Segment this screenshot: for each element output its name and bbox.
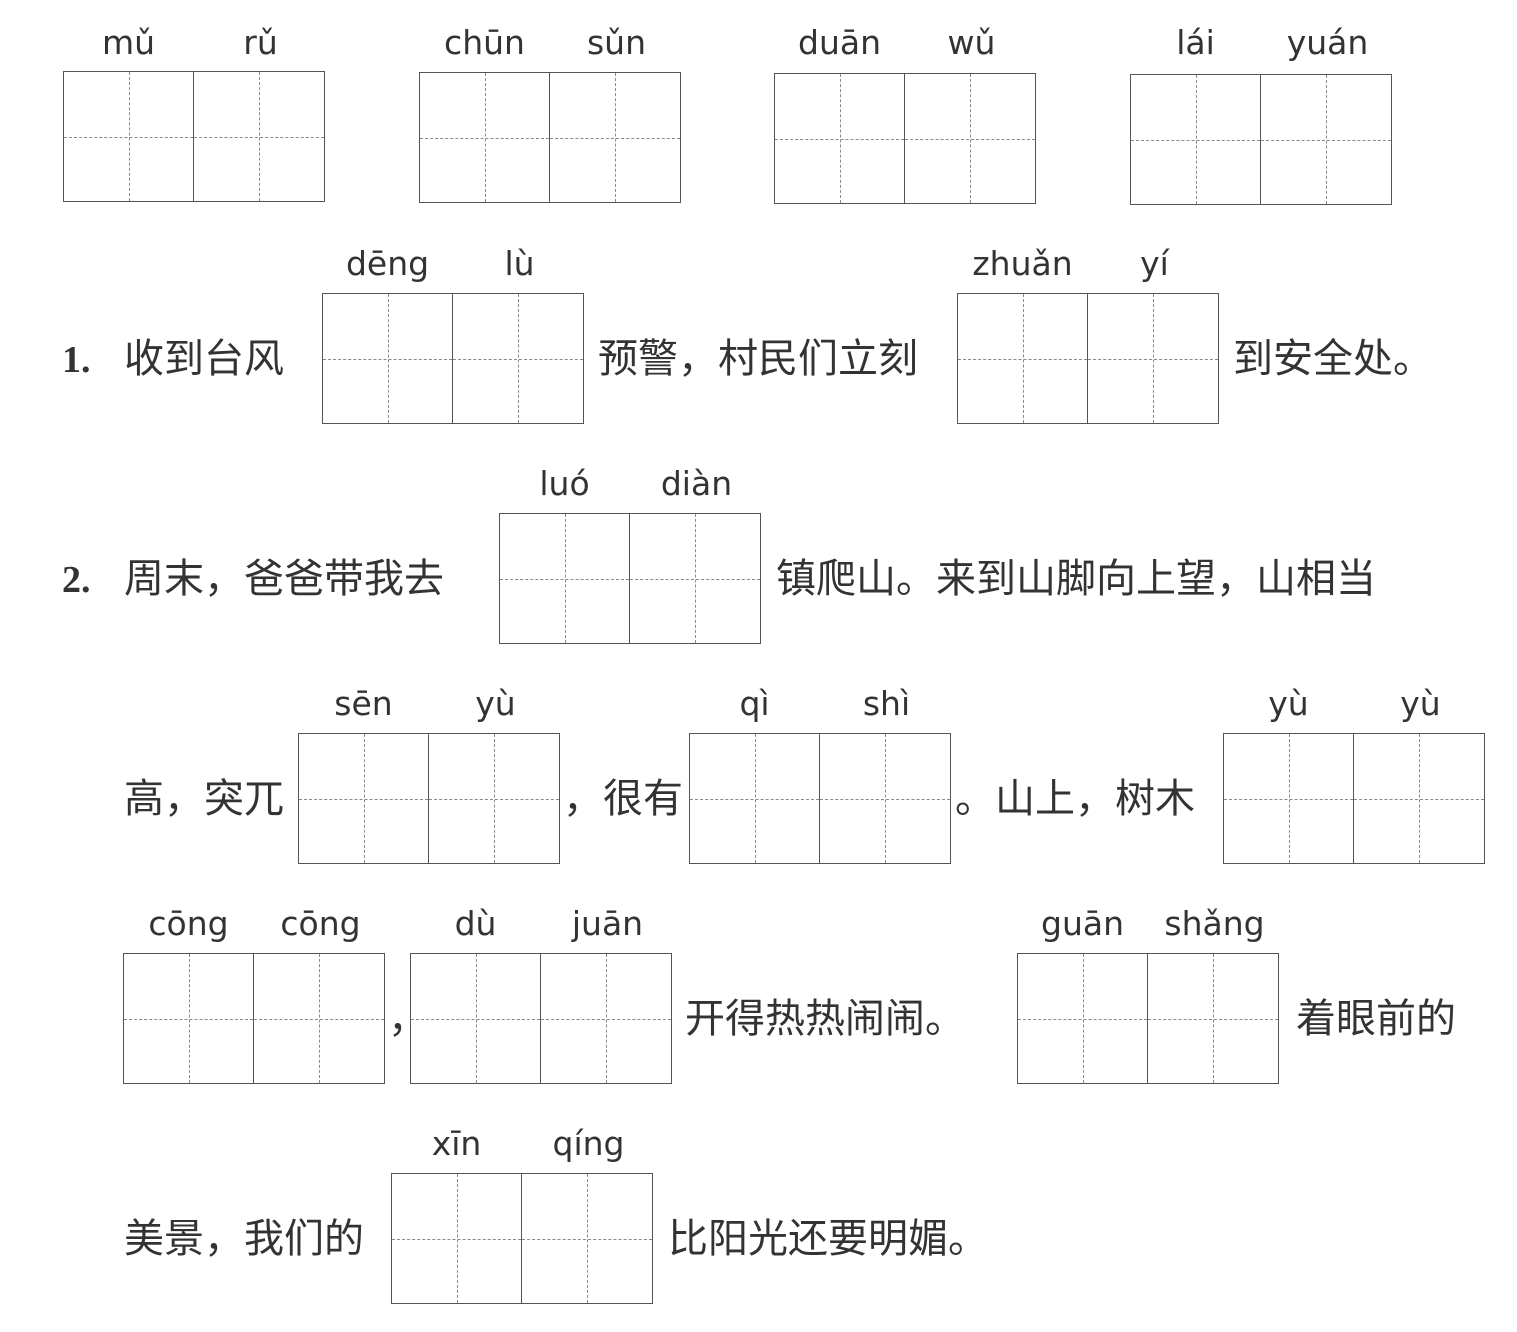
writing-cell[interactable]	[689, 733, 820, 864]
writing-cell[interactable]	[419, 72, 550, 203]
sentence-text: 预警，村民们立刻	[598, 336, 918, 382]
pinyin-syllable: wǔ	[947, 23, 996, 62]
sentence-text: 开得热热闹闹。	[685, 996, 965, 1042]
writing-cell[interactable]	[550, 72, 681, 203]
sentence-text: ，很有	[563, 776, 683, 822]
sentence-text: 着眼前的	[1296, 996, 1456, 1042]
pinyin-syllable: juān	[571, 904, 644, 943]
pinyin-syllable: duān	[798, 23, 881, 62]
sentence-text: 比阳光还要明媚。	[668, 1216, 988, 1262]
pinyin-syllable: yuán	[1286, 23, 1369, 62]
pinyin-syllable: sǔn	[586, 23, 647, 62]
sentence-text: 。山上，树木	[955, 776, 1195, 822]
pinyin-syllable: rǔ	[243, 23, 278, 62]
pinyin-syllable: xīn	[431, 1124, 482, 1163]
pinyin-syllable: zhuǎn	[972, 244, 1073, 283]
sentence-text: 收到台风	[124, 336, 284, 382]
writing-cell[interactable]	[774, 73, 905, 204]
writing-cell[interactable]	[453, 293, 584, 424]
writing-cell[interactable]	[957, 293, 1088, 424]
sentence-text: 镇爬山。来到山脚向上望，山相当	[776, 556, 1376, 602]
sentence-text: 美景，我们的	[124, 1216, 364, 1262]
question-number: 2.	[62, 559, 91, 601]
pinyin-syllable: cōng	[280, 904, 361, 943]
writing-cell[interactable]	[194, 71, 325, 202]
writing-cell[interactable]	[1354, 733, 1485, 864]
pinyin-syllable: shì	[862, 684, 911, 723]
writing-cell[interactable]	[1017, 953, 1148, 1084]
writing-cell[interactable]	[1088, 293, 1219, 424]
pinyin-syllable: sēn	[334, 684, 393, 723]
writing-cell[interactable]	[322, 293, 453, 424]
writing-cell[interactable]	[522, 1173, 653, 1304]
pinyin-syllable: yí	[1140, 244, 1169, 283]
writing-cell[interactable]	[1261, 74, 1392, 205]
writing-cell[interactable]	[298, 733, 429, 864]
pinyin-syllable: lù	[504, 244, 535, 283]
writing-cell[interactable]	[820, 733, 951, 864]
sentence-text: 周末，爸爸带我去	[124, 556, 444, 602]
writing-cell[interactable]	[630, 513, 761, 644]
question-number: 1.	[62, 339, 91, 381]
pinyin-syllable: cōng	[148, 904, 229, 943]
pinyin-syllable: luó	[539, 464, 590, 503]
writing-cell[interactable]	[429, 733, 560, 864]
writing-cell[interactable]	[254, 953, 385, 1084]
pinyin-syllable: qì	[739, 684, 770, 723]
writing-cell[interactable]	[1130, 74, 1261, 205]
pinyin-syllable: lái	[1176, 23, 1215, 62]
writing-cell[interactable]	[541, 953, 672, 1084]
pinyin-syllable: guān	[1041, 904, 1124, 943]
pinyin-syllable: diàn	[660, 464, 733, 503]
pinyin-syllable: mǔ	[101, 23, 156, 62]
pinyin-syllable: chūn	[444, 23, 525, 62]
pinyin-syllable: yù	[475, 684, 516, 723]
pinyin-syllable: qíng	[552, 1124, 625, 1163]
pinyin-syllable: yù	[1400, 684, 1441, 723]
writing-cell[interactable]	[1148, 953, 1279, 1084]
writing-cell[interactable]	[905, 73, 1036, 204]
pinyin-syllable: dù	[454, 904, 497, 943]
writing-cell[interactable]	[1223, 733, 1354, 864]
writing-cell[interactable]	[63, 71, 194, 202]
writing-cell[interactable]	[391, 1173, 522, 1304]
sentence-text: 高，突兀	[124, 776, 284, 822]
writing-cell[interactable]	[410, 953, 541, 1084]
pinyin-syllable: dēng	[345, 244, 430, 283]
writing-cell[interactable]	[123, 953, 254, 1084]
pinyin-syllable: yù	[1268, 684, 1309, 723]
sentence-text: 到安全处。	[1233, 336, 1433, 382]
pinyin-syllable: shǎng	[1164, 904, 1265, 943]
writing-cell[interactable]	[499, 513, 630, 644]
